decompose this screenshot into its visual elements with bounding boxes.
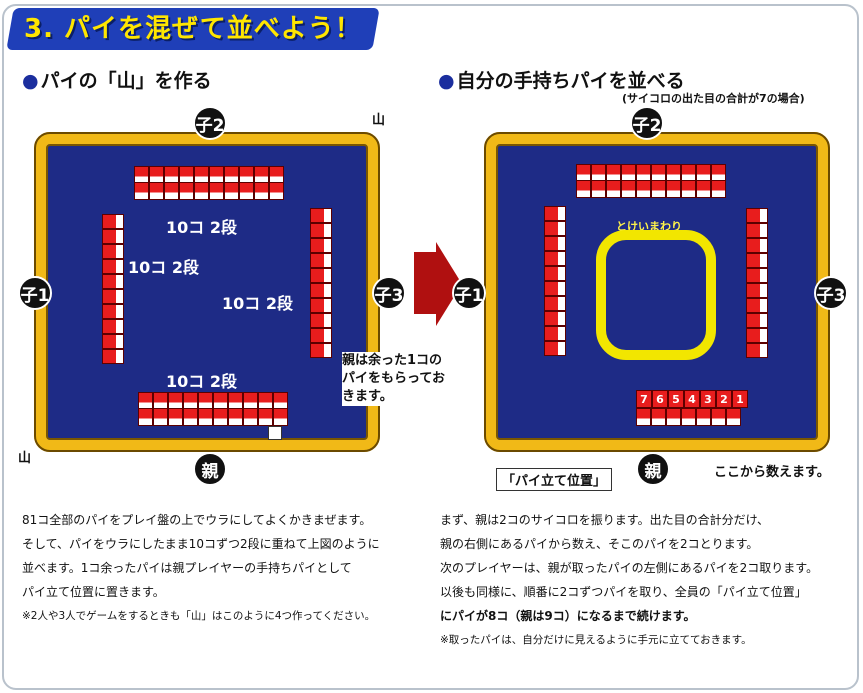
stack-label-bottom: 10コ 2段 xyxy=(166,372,237,391)
stack-label-top: 10コ 2段 xyxy=(166,218,237,237)
r-left-wall xyxy=(544,206,566,356)
seat-right-right: 子3 xyxy=(814,276,848,310)
arrow-body xyxy=(414,252,440,314)
right-heading: ●自分の手持ちパイを並べる xyxy=(438,70,685,92)
leftover-tile xyxy=(268,426,282,440)
callout-tile-position: 「パイ立て位置」 xyxy=(496,468,613,491)
stack-label-left: 10コ 2段 xyxy=(128,258,199,277)
left-heading: ●パイの「山」を作る xyxy=(22,70,212,92)
seat-left-right: 子1 xyxy=(452,276,486,310)
top-wall xyxy=(134,166,284,184)
right-instructions: まず、親は2コのサイコロを振ります。出た目の合計分だけ、 親の右側にあるパイから… xyxy=(440,513,819,646)
left-wall xyxy=(102,214,124,364)
count-from-note: ここから数えます。 xyxy=(714,465,830,480)
r-right-wall xyxy=(746,208,768,358)
seat-bottom-left: 親 xyxy=(193,452,227,486)
yama-label-top: 山 xyxy=(372,113,386,128)
stack-label-right: 10コ 2段 xyxy=(222,294,293,313)
yama-label-bottom: 山 xyxy=(18,451,32,466)
r-top-wall xyxy=(576,164,726,182)
left-board: 10コ 2段 10コ 2段 10コ 2段 10コ 2段 xyxy=(34,132,380,452)
clockwise-label: とけいまわり xyxy=(616,220,682,233)
page-title: 3. パイを混ぜて並べよう！ xyxy=(6,8,380,50)
clockwise-loop xyxy=(596,230,716,360)
bottom-wall xyxy=(138,392,288,410)
leftover-note: 親は余った1コのパイをもらっておきます。 xyxy=(342,352,452,406)
right-wall xyxy=(310,208,332,358)
left-instructions: 81コ全部のパイをプレイ盤の上でウラにしてよくかきまぜます。 そして、パイをウラ… xyxy=(22,513,380,622)
seat-top-left: 子2 xyxy=(193,106,227,140)
seat-right-left: 子3 xyxy=(372,276,406,310)
seat-bottom-right: 親 xyxy=(636,452,670,486)
seat-top-right: 子2 xyxy=(630,106,664,140)
seat-left-left: 子1 xyxy=(18,276,52,310)
right-subnote: (サイコロの出た目の合計が7の場合) xyxy=(622,92,805,105)
